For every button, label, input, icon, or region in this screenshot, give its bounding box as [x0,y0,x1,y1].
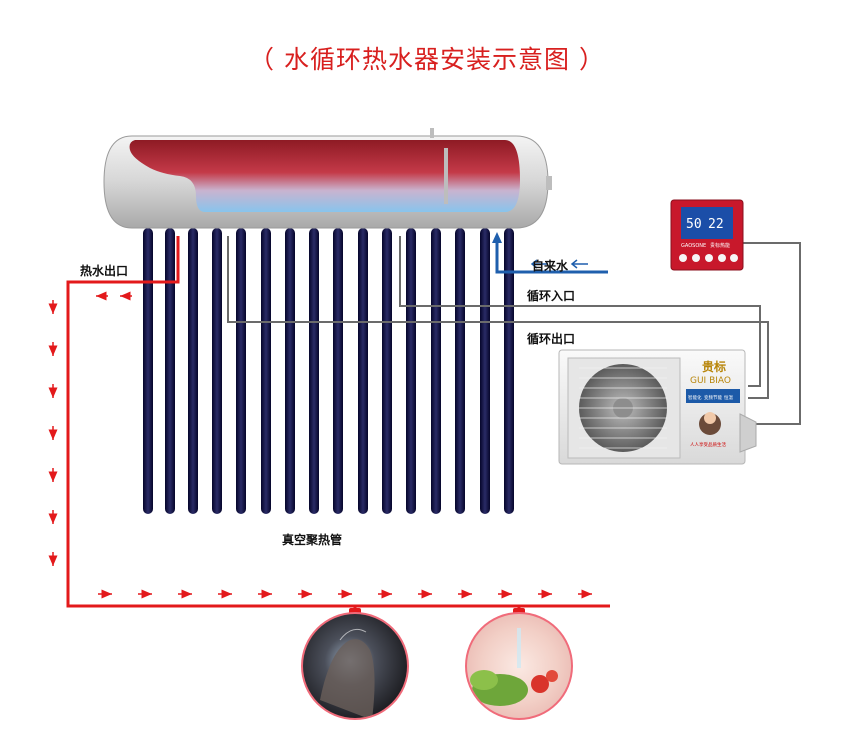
circulation-pipes [227,236,801,425]
loop-outlet-label: 循环出口 [527,332,576,346]
vacuum-tube [309,228,319,514]
heat-pump-badge: 智能化 [688,394,702,401]
controller-panel: 50 22 GAOSONE 贵标热能 [670,199,744,271]
vacuum-tube [188,228,198,514]
heat-pump-badge: 变频节能 [704,394,722,401]
vacuum-tubes [143,228,514,514]
heat-pump-brand-pinyin: GUI BIAO [690,376,731,386]
tap-water-label: 自来水 [532,259,569,273]
tap-water-line [492,232,608,274]
vacuum-tube [333,228,343,514]
vacuum-tube [236,228,246,514]
vacuum-tube [455,228,465,514]
vacuum-tube [504,228,514,514]
heat-pump-unit: 贵标 GUI BIAO 智能化 变频节能 恒温 人人享受品质生活 [558,349,757,465]
controller-display-right: 22 [708,217,724,232]
controller-button [718,254,726,262]
vacuum-tube [406,228,416,514]
flow-arrow [530,259,548,269]
controller-button [730,254,738,262]
controller-brand: GAOSONE [681,243,706,249]
vacuum-tube [212,228,222,514]
heat-pump-brand-cn: 贵标 [702,359,726,374]
vacuum-tube [382,228,392,514]
heat-pump-badge: 恒温 [724,394,733,401]
shower-photo [301,612,409,720]
loop-inlet-label: 循环入口 [527,289,576,303]
diagram-title: （ 水循环热水器安装示意图 ） [249,45,605,74]
hot-water-outlet-label: 热水出口 [80,264,129,278]
controller-brand-cn: 贵标热能 [710,242,730,249]
heat-pump-tagline: 人人享受品质生活 [690,441,726,448]
vacuum-tube [165,228,175,514]
controller-button [705,254,713,262]
controller-display-left: 50 [686,217,702,232]
vacuum-tube [285,228,295,514]
controller-button [692,254,700,262]
vacuum-tube [431,228,441,514]
flow-arrow [570,259,588,269]
vacuum-tube [480,228,490,514]
controller-button [679,254,687,262]
water-tank [103,128,552,229]
vacuum-tubes-label: 真空聚热管 [282,533,343,547]
vacuum-tube [358,228,368,514]
vacuum-tube [261,228,271,514]
kitchen-photo [465,612,573,720]
vacuum-tube [143,228,153,514]
